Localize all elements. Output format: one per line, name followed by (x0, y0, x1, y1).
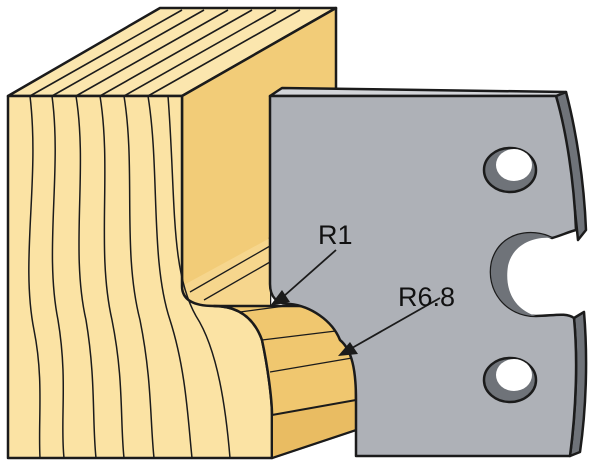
cutter-knife-icon (268, 86, 588, 458)
knife-notch-shadow (490, 233, 552, 316)
r6-8-leader (351, 297, 441, 349)
mounting-hole-lower (482, 356, 538, 404)
mounting-hole-upper (482, 146, 538, 194)
wood-top-grain (29, 9, 301, 97)
r6-8-arrowhead (338, 342, 358, 356)
radius-annotations: R1 R6.8 (270, 220, 455, 356)
wood-profile-icon (6, 6, 358, 460)
r1-label: R1 (318, 220, 353, 250)
r1-arrowhead (270, 290, 290, 306)
r6-8-label: R6.8 (398, 282, 455, 312)
r1-leader (283, 249, 337, 297)
wood-front-grain (28, 95, 231, 459)
